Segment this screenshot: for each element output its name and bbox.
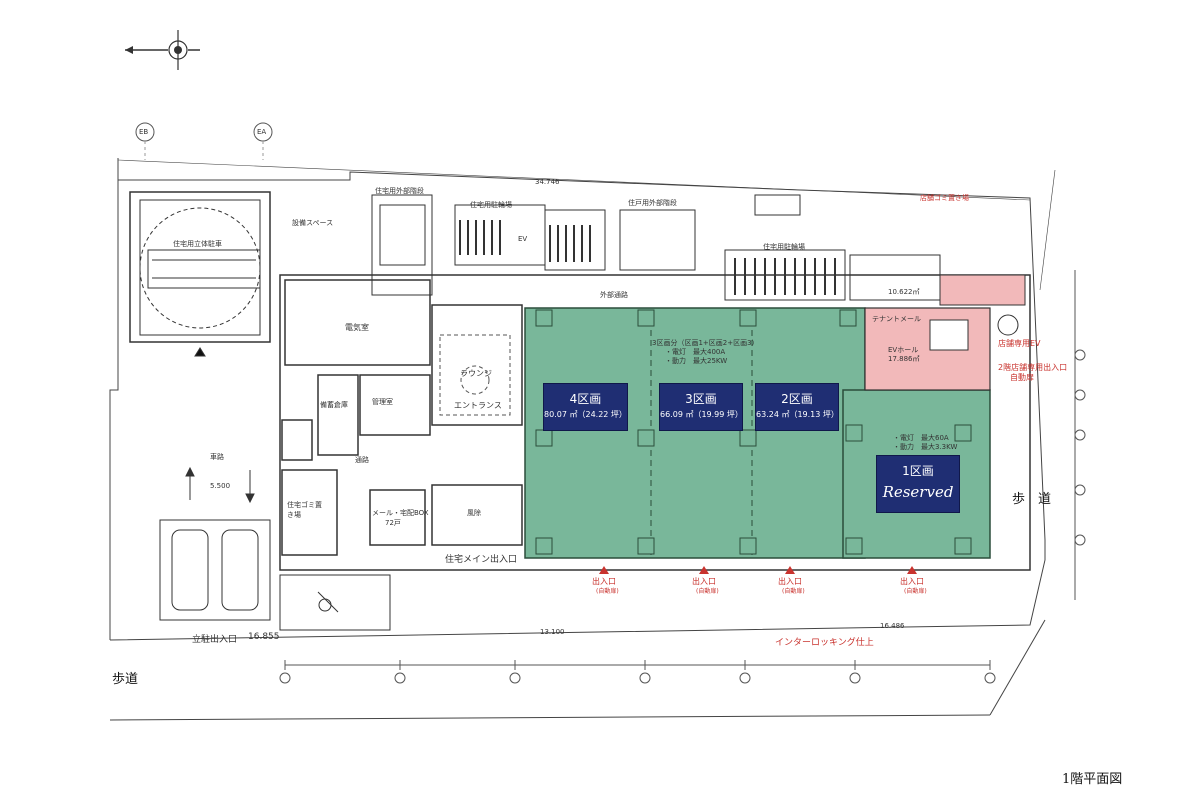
outer-stairs1-label: 住宅用外部階段 (375, 187, 424, 195)
entry-exit-1: 出入口 (592, 577, 616, 586)
building-walls (279, 274, 1031, 571)
unit-2-name: 2区画 (781, 392, 813, 406)
entry-exit-2: 出入口 (692, 577, 716, 586)
entry-exit-4: 出入口 (900, 577, 924, 586)
bike-racks (459, 220, 836, 295)
lane-label: 車路 (210, 453, 224, 461)
unit-3-label: 3区画 66.09 ㎡（19.99 坪） (659, 383, 743, 431)
sidewalk-left-label: 歩道 (112, 672, 139, 687)
sidewalk-right-label: 歩 道 (1012, 492, 1052, 507)
entry-exit-1-sub: (自動扉) (596, 588, 619, 595)
wheelchair-icon (317, 591, 339, 613)
unit-1-label: 1区画 Reserved (876, 455, 960, 513)
bicycle1-label: 住宅用駐輪場 (470, 201, 512, 209)
outer-path-label: 外部通路 (600, 291, 628, 299)
dim-top: 34.746 (535, 178, 560, 186)
ev-hall (864, 307, 1019, 391)
unit-3-area: 66.09 ㎡（19.99 坪） (660, 410, 743, 419)
mailbox-count: 72戸 (385, 519, 401, 527)
parking-tower-label: 住宅用立体駐車 (173, 240, 222, 248)
grid-markers (135, 122, 273, 160)
outer-stairs2-label: 住戸用外部階段 (628, 199, 677, 207)
entry-exit-3: 出入口 (778, 577, 802, 586)
parking-tower (129, 191, 271, 357)
reserved-label: Reserved (882, 483, 954, 501)
entry-exit-2-sub: (自動扉) (696, 588, 719, 595)
garbage-label: 住宅ゴミ置き場 (287, 501, 322, 519)
wind-room-label: 風除 (467, 509, 481, 517)
north-arrow-icon (125, 30, 200, 70)
unit1-spec-power: ・動力 最大3.3KW (893, 443, 958, 451)
lounge-label: ラウンジ (460, 369, 492, 378)
shop-ev-label: 店舗専用EV (998, 339, 1041, 348)
passage-label: 通路 (355, 456, 369, 464)
upper-structures (371, 194, 1026, 306)
shop-area (524, 307, 991, 559)
tenant-mall-label: テナントメール (872, 315, 921, 323)
unit-2-area: 63.24 ㎡（19.13 坪） (756, 410, 839, 419)
mailbox-label: メール・宅配BOX (372, 509, 429, 517)
unit-3-name: 3区画 (685, 392, 717, 406)
unit-4-name: 4区画 (569, 392, 602, 406)
unit-1-name: 1区画 (902, 464, 934, 478)
units-spec-header: 3区画分（区画1+区画2+区画3） (652, 339, 759, 347)
dim-5500: 5.500 (210, 482, 231, 490)
equipment-space-label: 設備スペース (292, 219, 334, 227)
unit-2-label: 2区画 63.24 ㎡（19.13 坪） (755, 383, 839, 431)
entrance-markers (599, 566, 917, 574)
shop-entrance-label: 2階店舗専用出入口 (998, 363, 1068, 372)
ev-label: EV (518, 235, 528, 243)
ev-hall-label: EVホール (888, 346, 919, 354)
entry-exit-4-sub: (自動扉) (904, 588, 927, 595)
ev-hall-area: 17.886㎡ (888, 355, 920, 363)
parking-entrance-label: 立駐出入口 (192, 635, 238, 645)
entrance-label: エントランス (454, 401, 502, 410)
drawing-title: 1階平面図 (1062, 772, 1123, 787)
dim-10622: 10.622㎡ (888, 288, 920, 296)
bicycle2-label: 住宅用駐輪場 (763, 243, 805, 251)
interlocking-label: インターロッキング仕上 (775, 638, 874, 648)
parking-lot (159, 466, 391, 631)
dim-bottom2: 16.486 (880, 622, 905, 630)
lounge-outline (439, 334, 511, 416)
grid-ea: EA (257, 128, 267, 136)
units-spec-light: ・電灯 最大400A (665, 348, 726, 356)
management-label: 管理室 (372, 398, 393, 406)
electric-room-label: 電気室 (345, 323, 369, 332)
entry-exit-3-sub: (自動扉) (782, 588, 805, 595)
auto-door-label: 自動扉 (1010, 373, 1034, 382)
shop-garbage-label: 店舗ゴミ置き場 (920, 194, 969, 202)
unit-4-area: 80.07 ㎡（24.22 坪） (544, 410, 627, 419)
parking-width: 16.855 (248, 632, 280, 642)
residential-entrance-label: 住宅メイン出入口 (445, 555, 518, 565)
site-boundary (109, 158, 1056, 721)
grid-eb: EB (139, 128, 149, 136)
unit1-spec-light: ・電灯 最大60A (893, 434, 949, 442)
units-spec-power: ・動力 最大25KW (665, 357, 728, 365)
columns (535, 309, 972, 555)
dimension-lines (279, 270, 1086, 684)
unit-4-label: 4区画 80.07 ㎡（24.22 坪） (543, 383, 628, 431)
dim-bottom: 13.100 (540, 628, 565, 636)
storage-label: 備蓄倉庫 (320, 401, 348, 409)
